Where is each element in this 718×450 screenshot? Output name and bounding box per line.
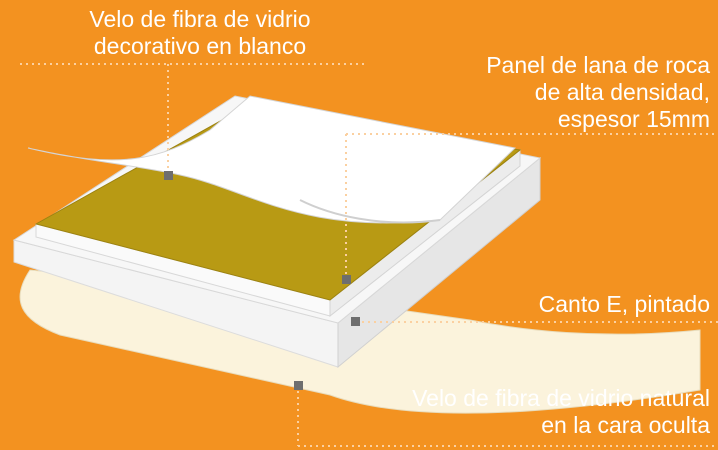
callout-top-veil: Velo de fibra de vidrio decorativo en bl…: [50, 6, 350, 60]
callout-panel-line-2: de alta densidad,: [534, 79, 710, 105]
callout-bottom-line-2: en la cara oculta: [541, 412, 710, 438]
marker-bottom: [294, 381, 303, 390]
callout-top-line-1: Velo de fibra de vidrio: [89, 6, 311, 32]
callout-top-line-2: decorativo en blanco: [93, 33, 307, 59]
callout-panel-line-1: Panel de lana de roca: [486, 52, 710, 78]
marker-edge: [351, 317, 360, 326]
marker-top: [164, 171, 173, 180]
callout-panel: Panel de lana de roca de alta densidad, …: [486, 52, 710, 133]
top-veil: [27, 95, 517, 224]
callout-bottom-veil: Velo de fibra de vidrio natural en la ca…: [412, 385, 710, 439]
marker-panel: [342, 275, 351, 284]
top-veil-curl-shadow: [299, 199, 441, 224]
callout-edge-line-1: Canto E, pintado: [538, 291, 710, 317]
callout-panel-line-3: espesor 15mm: [557, 106, 710, 132]
callout-edge: Canto E, pintado: [539, 291, 710, 318]
callout-bottom-line-1: Velo de fibra de vidrio natural: [412, 385, 710, 411]
